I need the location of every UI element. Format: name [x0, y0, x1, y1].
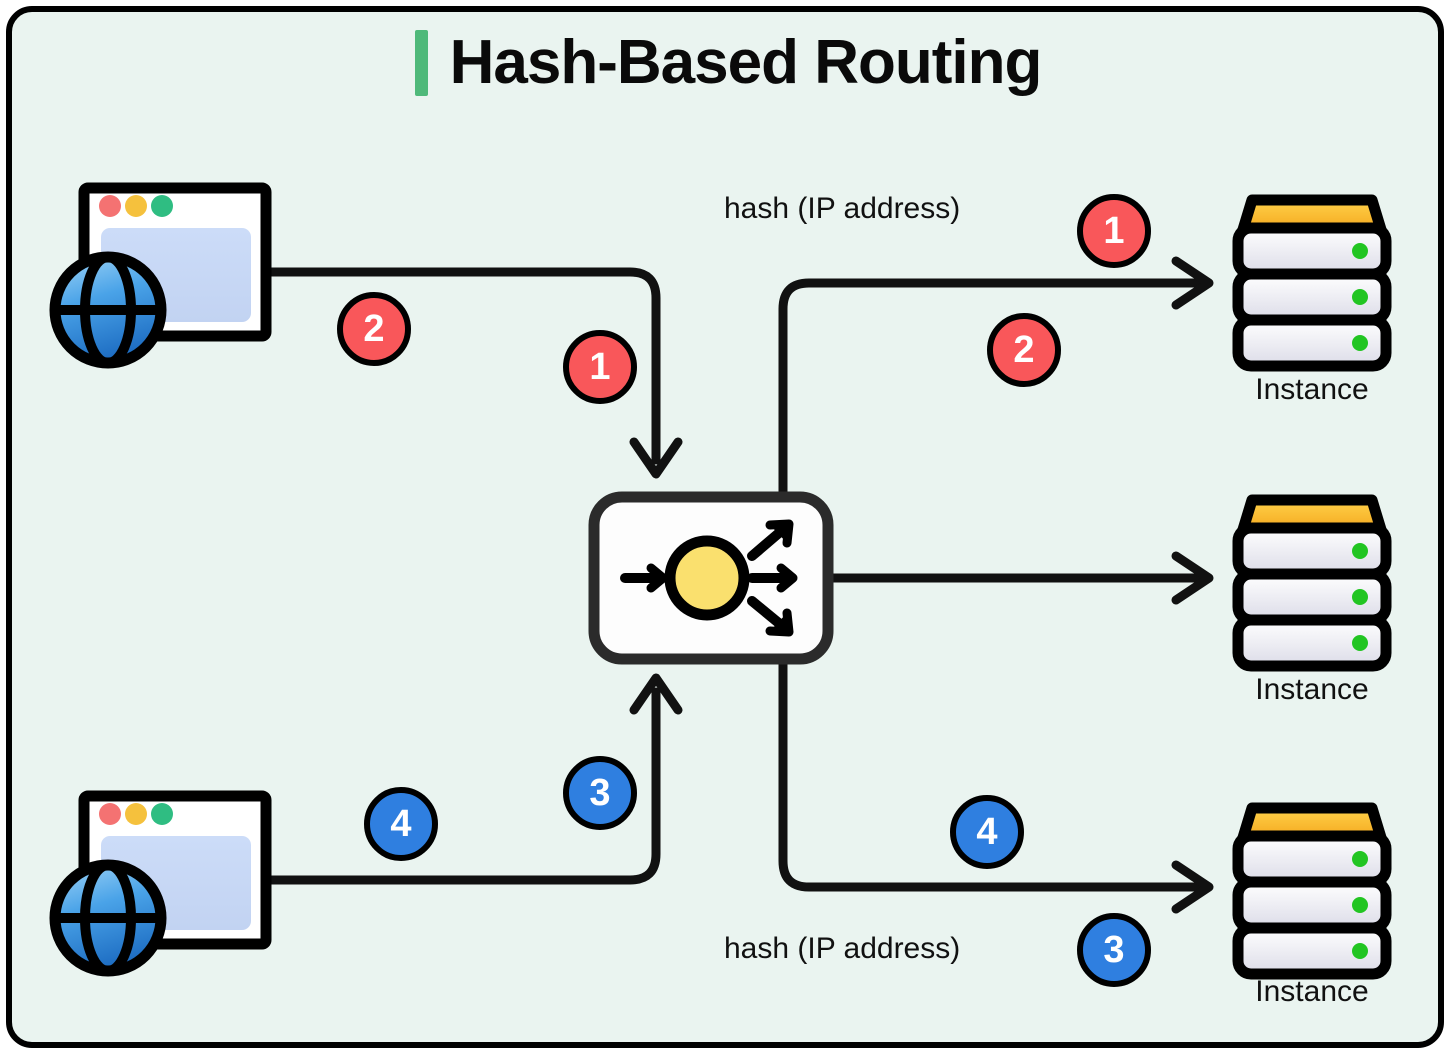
server-label-1: Instance	[1255, 373, 1369, 406]
badge-bottom-client-path: 4	[364, 787, 438, 861]
badge-top-client-path: 2	[337, 292, 411, 366]
connector-lb-to-instance-top	[778, 278, 1203, 497]
badge-bottom-hash-label: 3	[1077, 913, 1151, 987]
badge-bottom-into-lb: 3	[563, 756, 637, 830]
arrowhead-instance-bottom	[1171, 860, 1214, 914]
server-icon-3	[1232, 802, 1392, 980]
badge-top-hash-label: 1	[1077, 194, 1151, 268]
page-title: Hash-Based Routing	[0, 30, 1456, 96]
connector-top-client-to-lb	[261, 267, 661, 465]
client-bottom-icon	[49, 790, 272, 977]
server-label-2: Instance	[1255, 673, 1369, 706]
arrowhead-instance-middle	[1171, 551, 1214, 605]
client-top-icon	[49, 182, 272, 369]
connector-group	[261, 256, 1214, 914]
title-accent-bar	[414, 30, 428, 96]
badge-top-into-lb: 1	[563, 330, 637, 404]
connector-lb-to-instance-bottom	[778, 655, 1203, 892]
connector-bottom-client-to-lb	[261, 687, 661, 885]
server-icon-1	[1232, 194, 1392, 372]
load-balancer-icon	[588, 491, 834, 665]
arrowhead-instance-top	[1171, 256, 1214, 310]
flow-label-hash-top: hash (IP address)	[724, 192, 961, 225]
server-label-3: Instance	[1255, 975, 1369, 1008]
badge-lb-to-top-instance: 2	[987, 313, 1061, 387]
flow-label-hash-bottom: hash (IP address)	[724, 932, 961, 965]
title-text: Hash-Based Routing	[449, 28, 1043, 97]
server-icon-2	[1232, 494, 1392, 672]
badge-lb-to-bottom-instance: 4	[950, 795, 1024, 869]
arrowhead-lb-top-in	[629, 437, 683, 479]
arrowhead-lb-bottom-in	[629, 673, 683, 715]
